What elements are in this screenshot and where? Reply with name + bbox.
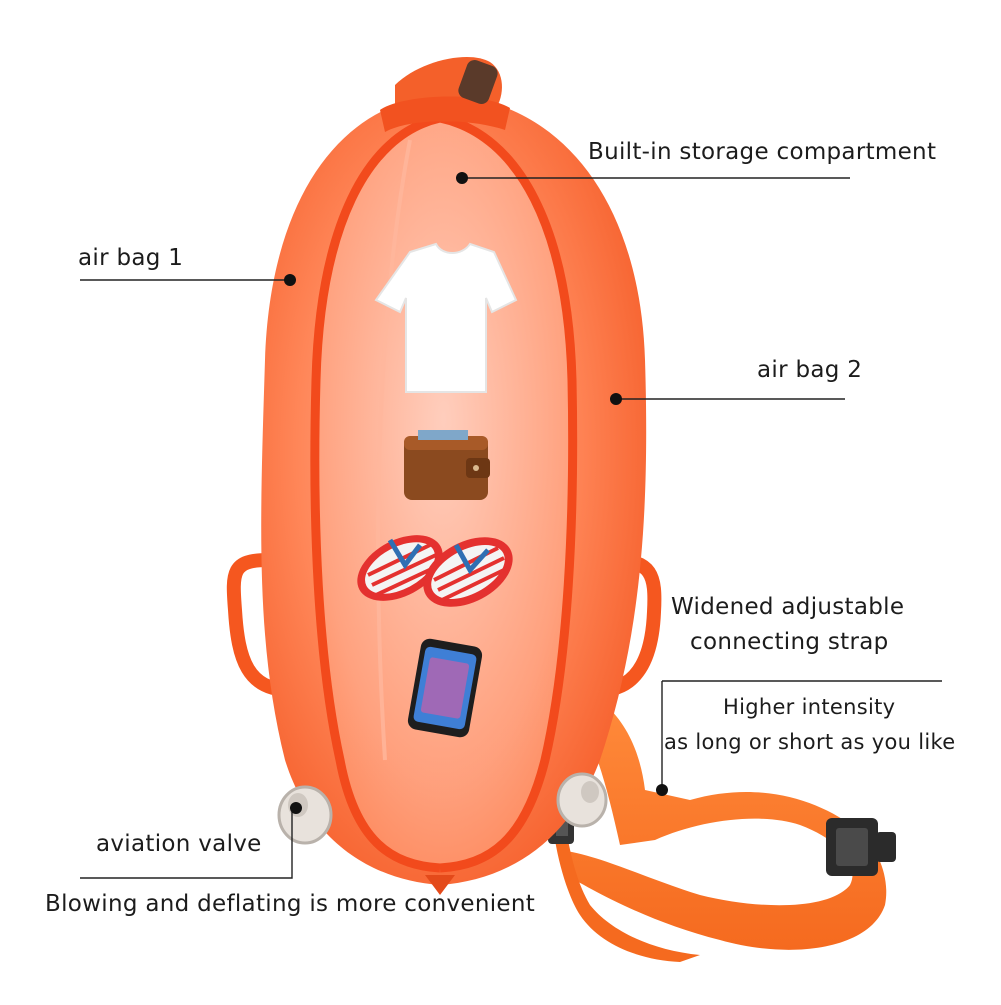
intensity-callout-line1: Higher intensity <box>723 695 896 719</box>
intensity-callout-line2: as long or short as you like <box>664 730 956 754</box>
valve-callout: aviation valve <box>96 831 262 857</box>
connecting-strap <box>548 700 896 962</box>
air-bag-2-callout: air bag 2 <box>757 357 863 383</box>
storage-callout: Built-in storage compartment <box>588 139 937 165</box>
strap-callout-line2: connecting strap <box>690 629 889 655</box>
air-bag-1-callout: air bag 1 <box>78 245 184 271</box>
flip-flops-icon <box>357 535 513 607</box>
wallet-icon <box>404 430 490 500</box>
strap-callout-line1: Widened adjustable <box>671 594 905 620</box>
leader-lines <box>80 177 942 879</box>
t-shirt-icon <box>374 242 518 393</box>
smartphone-icon <box>407 638 483 738</box>
valve-description: Blowing and deflating is more convenient <box>45 891 536 917</box>
callout-dots <box>284 172 668 814</box>
